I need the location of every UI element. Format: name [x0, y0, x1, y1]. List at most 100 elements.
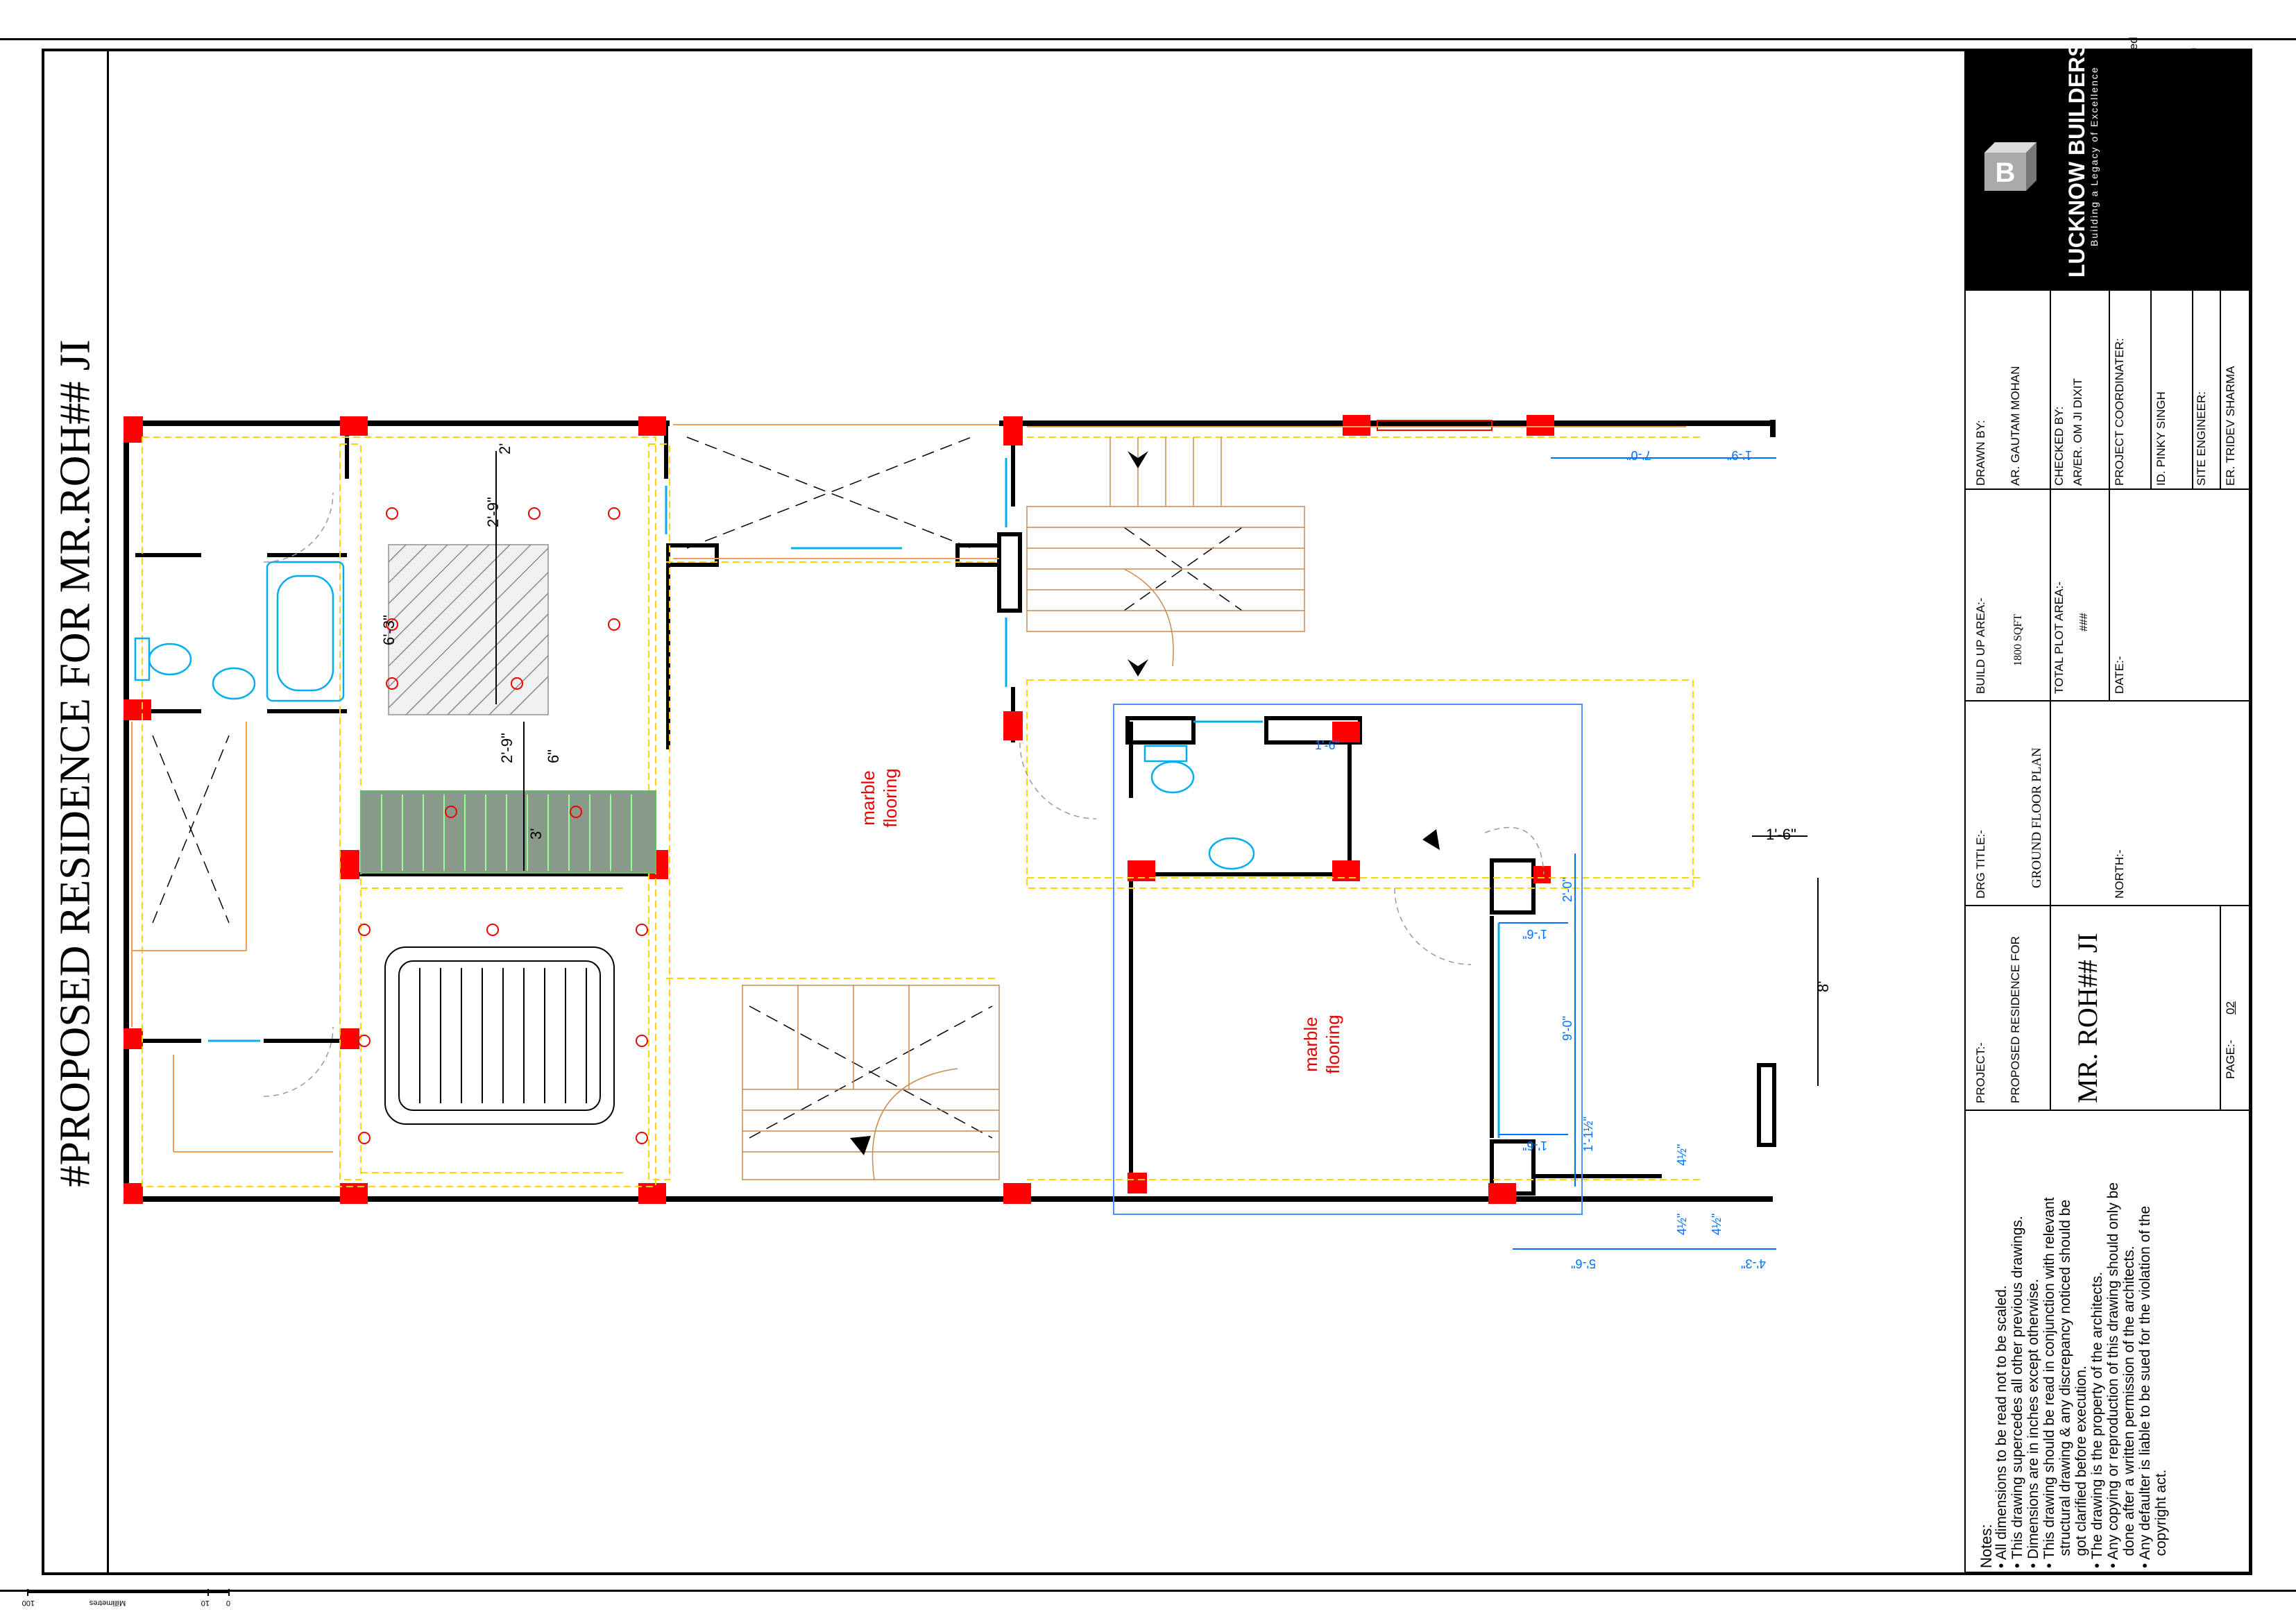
- scale-unit: Millimetres: [89, 1599, 126, 1607]
- dim-text: 2'-9": [484, 497, 502, 527]
- company-logo: B: [1984, 142, 2036, 191]
- logo-mark: B: [1996, 158, 2016, 188]
- checked-by-label: CHECKED BY:: [2052, 406, 2066, 486]
- note-line: • Any copying or reproduction of this dr…: [2105, 1182, 2121, 1568]
- note-line: got clarified before execution.: [2073, 1366, 2089, 1568]
- note-line: • This drawing should be read in conjunc…: [2041, 1197, 2057, 1568]
- drawn-by: AR. GAUTAM MOHAN: [2009, 366, 2022, 486]
- dim-text: 4½": [1710, 1214, 1724, 1235]
- note-line: • Dimensions are in inches except otherw…: [2025, 1278, 2041, 1568]
- bathtub: [266, 561, 345, 702]
- dimension-texts: 2' 2'-9" 6'-3" 2'-9" 6" 3' 8' 1'-6": [380, 443, 1832, 992]
- project-label: PROJECT:-: [1974, 1042, 1987, 1103]
- company-name: LUCKNOW BUILDERS: [2064, 42, 2089, 278]
- dim-text: 5'-6": [1571, 1257, 1596, 1271]
- project-name: MR. ROH## JI: [2072, 933, 2103, 1103]
- scale-tick: 100: [22, 1599, 35, 1607]
- wardrobe: [360, 790, 656, 874]
- page-number: 02: [2224, 1001, 2237, 1014]
- dim-text: 4½": [1675, 1214, 1689, 1235]
- dim-text: 1'-1½": [1581, 1116, 1595, 1152]
- drawn-by-label: DRAWN BY:: [1974, 420, 1987, 486]
- dimension-lines: [1499, 457, 1776, 1250]
- dim-text: 1'-6": [1522, 1139, 1547, 1153]
- title-strip: [44, 51, 109, 1572]
- door-swings: [263, 492, 1545, 1097]
- toilet-two: [1143, 745, 1195, 794]
- dim-text: 6'-3": [380, 615, 398, 645]
- staircase-lower: [742, 985, 1000, 1180]
- dim-text: 2'-9": [498, 733, 516, 763]
- structural-columns: [124, 415, 1554, 1204]
- build-up-label: BUILD UP AREA:-: [1974, 597, 1987, 694]
- railing-strip: [1377, 420, 1493, 431]
- dim-text: 6": [545, 749, 562, 763]
- bed-two: [384, 946, 615, 1125]
- room-label-1b: flooring: [880, 768, 901, 827]
- address-line-2: Path, Gomti Nagar Extension , Lucknow: [2142, 75, 2155, 284]
- dim-text: 4'-3": [1741, 1257, 1766, 1271]
- cutout-marks: [152, 436, 1243, 1139]
- date-label: DATE:-: [2113, 656, 2126, 694]
- scale-tick: 0: [226, 1599, 230, 1607]
- room-label-2b: flooring: [1323, 1014, 1343, 1073]
- washbasin-two: [1208, 837, 1255, 870]
- note-line: • The drawing is the property of the arc…: [2089, 1271, 2105, 1568]
- drg-title-label: DRG TITLE:-: [1974, 830, 1987, 899]
- drg-title: GROUND FLOOR PLAN: [2030, 747, 2044, 888]
- interior-walls: [135, 423, 1776, 1196]
- company-email: Email:- lucknowbuildersoffice@gmail.com: [2186, 47, 2199, 284]
- dim-text: 3': [527, 829, 545, 840]
- dim-text: 1'-6": [1766, 826, 1796, 843]
- scale-bar: Millimetres 100 10 0: [22, 1589, 230, 1607]
- dim-text: 7'-0": [1626, 448, 1651, 462]
- services-line-2: Modular Kitchen / Wardrobe / Elevation: [2224, 65, 2237, 284]
- dim-text: 9'-0": [1561, 1016, 1574, 1041]
- room-label-1: marble: [858, 770, 878, 825]
- company-tagline: Building a Legacy of Excellence: [2089, 66, 2100, 246]
- north-label: NORTH:-: [2113, 849, 2126, 899]
- services-line-1: Architecture / Interior / Construction /: [2209, 74, 2222, 284]
- dimension-lines-black: [495, 451, 1819, 1086]
- scale-tick: 10: [201, 1599, 210, 1607]
- note-line: • All dimensions to be read not to be sc…: [1993, 1285, 2009, 1568]
- checked-by: AR/ER. OM JI DIXIT: [2071, 378, 2084, 486]
- note-line: • Any defaulter is liable to be sued for…: [2137, 1205, 2153, 1568]
- dim-text: 8': [1814, 981, 1832, 992]
- dim-text: 1'-6": [1522, 927, 1547, 941]
- ceiling-lights: [358, 507, 648, 1144]
- site-engineer: ER. TRIDEV SHARMA: [2224, 366, 2237, 486]
- staircase-upper: [1026, 437, 1305, 667]
- dim-text: 4½": [1675, 1144, 1689, 1166]
- highlight-box: [1113, 704, 1583, 1215]
- dim-text: 2': [496, 443, 513, 454]
- project-for: PROPOSED RESIDENCE FOR: [2009, 936, 2022, 1103]
- note-line: • This drawing supercedes all other prev…: [2009, 1216, 2025, 1568]
- windows: [208, 458, 1500, 1138]
- address-line-1: Corporate office - 5/737 ,sec -5 ,Amar S…: [2127, 37, 2140, 284]
- dim-text: 2'-0": [1561, 877, 1574, 902]
- outer-border: [0, 38, 2296, 1592]
- plot-area-label: TOTAL PLOT AREA:-: [2052, 581, 2066, 694]
- site-engineer-label: SITE ENGINEER:: [2195, 391, 2208, 486]
- toilet-one: [134, 637, 192, 681]
- coordinator: ID. PINKY SINGH: [2154, 391, 2168, 486]
- room-label-2: marble: [1300, 1017, 1321, 1071]
- note-line: structural drawing & any discrepancy not…: [2057, 1199, 2073, 1568]
- plot-area-value: ###: [2078, 613, 2090, 631]
- note-line: done after a written permission of the a…: [2121, 1246, 2137, 1568]
- note-line: copyright act.: [2153, 1469, 2169, 1568]
- build-up-value: 1800 SQFT: [2012, 613, 2024, 666]
- dim-text: 1'-6": [1315, 738, 1340, 752]
- dimension-texts-blue: 7'-0" 1'-9" 1'-6" 2'-0" 1'-6" 9'-0" 1'-6…: [1315, 448, 1766, 1271]
- office-phone: Office No:- 8810828933 , 9532738155: [2157, 84, 2170, 284]
- dim-text: 1'-9": [1727, 448, 1752, 462]
- washbasin-one: [212, 667, 256, 700]
- bed-hatch: [388, 544, 549, 715]
- coordinator-label: PROJECT COORDINATER:: [2113, 338, 2126, 486]
- drawing-frame: [42, 49, 2252, 1575]
- entry-arrows: [850, 451, 1440, 1155]
- page-label: PAGE:-: [2224, 1039, 2237, 1079]
